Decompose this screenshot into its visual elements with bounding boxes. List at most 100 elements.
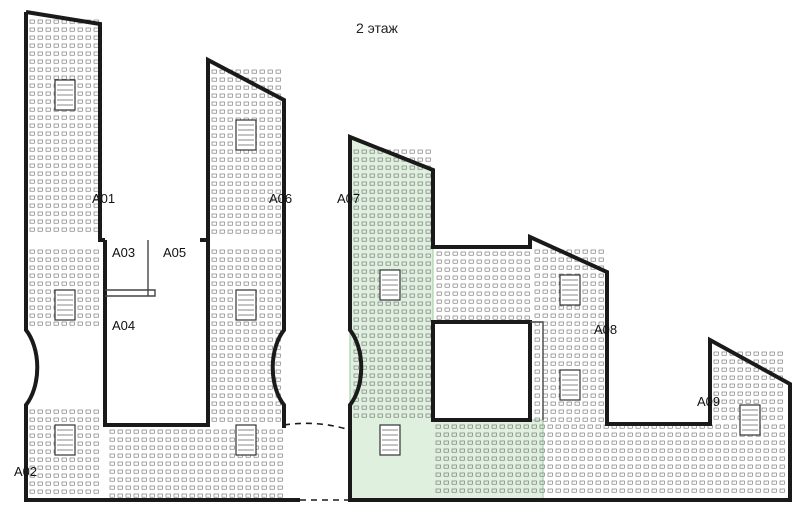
desk-mark: [37, 297, 43, 302]
desk-mark: [93, 473, 99, 478]
desk-mark: [507, 424, 513, 429]
desk-mark: [771, 440, 777, 445]
section-a07-area[interactable]: [349, 136, 544, 501]
desk-mark: [219, 189, 225, 194]
desk-mark: [417, 397, 423, 402]
desk-mark: [211, 125, 217, 130]
desk-mark: [590, 353, 596, 358]
desk-mark: [603, 440, 609, 445]
desk-mark: [361, 317, 367, 322]
desk-mark: [61, 147, 67, 152]
desk-mark: [393, 365, 399, 370]
section-label-a09[interactable]: A09: [697, 394, 721, 409]
section-label-a04[interactable]: A04: [112, 318, 136, 333]
desk-mark: [141, 493, 147, 498]
section-label-a03[interactable]: A03: [112, 245, 136, 260]
desk-mark: [713, 407, 719, 412]
desk-mark: [483, 448, 489, 453]
section-label-a05[interactable]: A05: [163, 245, 187, 260]
desk-mark: [69, 163, 75, 168]
section-label-a01[interactable]: A01: [92, 191, 116, 206]
desk-mark: [777, 383, 783, 388]
desk-mark: [29, 297, 35, 302]
desk-mark: [361, 245, 367, 250]
desk-mark: [721, 383, 727, 388]
desk-mark: [117, 469, 123, 474]
desk-mark: [269, 477, 275, 482]
desk-mark: [721, 367, 727, 372]
section-label-a08[interactable]: A08: [594, 322, 618, 337]
desk-mark: [69, 481, 75, 486]
desk-mark: [555, 480, 561, 485]
desk-mark: [417, 301, 423, 306]
desk-mark: [598, 385, 604, 390]
desk-mark: [61, 35, 67, 40]
desk-mark: [251, 369, 257, 374]
desk-mark: [211, 281, 217, 286]
desk-mark: [435, 424, 441, 429]
desk-mark: [475, 432, 481, 437]
section-label-a07[interactable]: A07: [337, 191, 361, 206]
desk-mark: [436, 267, 442, 272]
desk-mark: [149, 469, 155, 474]
desk-mark: [85, 139, 91, 144]
desk-mark: [715, 472, 721, 477]
desk-mark: [219, 409, 225, 414]
desk-mark: [425, 405, 431, 410]
desk-mark: [651, 472, 657, 477]
desk-mark: [267, 249, 273, 254]
desk-mark: [259, 141, 265, 146]
desk-mark: [460, 275, 466, 280]
desk-mark: [45, 187, 51, 192]
desk-mark: [534, 265, 540, 270]
desk-mark: [361, 301, 367, 306]
desk-mark: [53, 249, 59, 254]
section-label-a06[interactable]: A06: [269, 191, 293, 206]
desk-mark: [582, 369, 588, 374]
desk-mark: [611, 456, 617, 461]
section-label-a02[interactable]: A02: [14, 464, 38, 479]
desk-mark: [753, 383, 759, 388]
desk-mark: [747, 464, 753, 469]
desk-mark: [261, 445, 267, 450]
desk-mark: [721, 399, 727, 404]
desk-mark: [619, 456, 625, 461]
desk-mark: [45, 313, 51, 318]
desk-mark: [141, 453, 147, 458]
desk-mark: [409, 325, 415, 330]
desk-mark: [37, 187, 43, 192]
desk-mark: [483, 432, 489, 437]
desk-mark: [401, 189, 407, 194]
desk-mark: [211, 289, 217, 294]
desk-mark: [275, 85, 281, 90]
desk-mark: [275, 197, 281, 202]
desk-mark: [587, 432, 593, 437]
desk-mark: [451, 472, 457, 477]
desk-mark: [369, 405, 375, 410]
desk-mark: [85, 147, 91, 152]
desk-mark: [235, 165, 241, 170]
desk-mark: [219, 197, 225, 202]
desk-mark: [385, 173, 391, 178]
desk-mark: [566, 305, 572, 310]
desk-mark: [275, 149, 281, 154]
desk-mark: [117, 485, 123, 490]
desk-mark: [590, 329, 596, 334]
desk-mark: [425, 301, 431, 306]
desk-mark: [259, 297, 265, 302]
desk-mark: [189, 493, 195, 498]
desk-mark: [451, 424, 457, 429]
desk-mark: [534, 377, 540, 382]
desk-mark: [29, 19, 35, 24]
desk-mark: [369, 253, 375, 258]
desk-mark: [587, 480, 593, 485]
desk-mark: [393, 413, 399, 418]
desk-mark: [401, 285, 407, 290]
desk-mark: [125, 445, 131, 450]
desk-mark: [598, 313, 604, 318]
desk-mark: [219, 265, 225, 270]
desk-mark: [691, 440, 697, 445]
desk-mark: [29, 43, 35, 48]
desk-mark: [571, 424, 577, 429]
desk-mark: [369, 149, 375, 154]
